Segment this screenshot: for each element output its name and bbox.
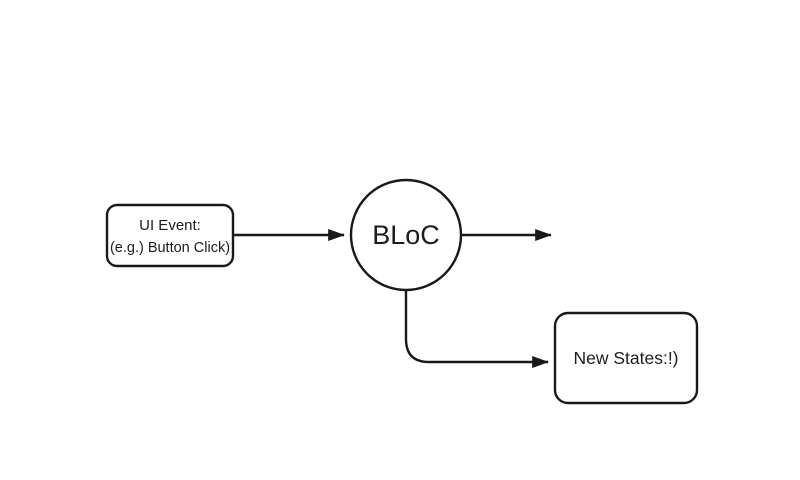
ui-event-box [105,203,235,268]
bloc-node: BLoC [349,178,463,292]
arrow-bloc-to-new-states [404,289,549,368]
new-states-label: New States:!) [573,348,678,368]
bloc-circle [349,178,463,292]
new-states-box [553,311,699,405]
ui-event-node: UI Event: (e.g.) Button Click) [105,203,235,268]
bloc-label: BLoC [372,220,440,250]
ui-event-label-line2: (e.g.) Button Click) [110,240,230,256]
ui-event-label-line1: UI Event: [139,217,201,234]
new-states-node: New States:!) [553,311,699,405]
